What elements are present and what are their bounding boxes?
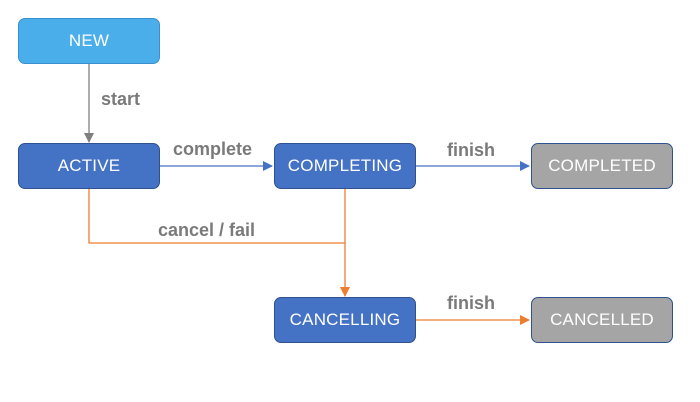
state-cancelled: CANCELLED	[531, 297, 673, 343]
transition-label-finish-completed: finish	[447, 140, 495, 160]
transition-label-complete: complete	[173, 139, 253, 159]
state-active-label: ACTIVE	[57, 156, 121, 175]
state-cancelling-label: CANCELLING	[289, 310, 401, 329]
edge-cancel-fail	[88, 189, 345, 244]
state-cancelled-label: CANCELLED	[550, 310, 654, 329]
state-completed-label: COMPLETED	[548, 156, 656, 175]
transition-label-start: start	[101, 89, 141, 109]
state-completed: COMPLETED	[531, 143, 673, 189]
state-new-label: NEW	[68, 31, 110, 50]
state-completing-label: COMPLETING	[287, 156, 403, 175]
transition-label-cancel-fail: cancel / fail	[158, 220, 256, 240]
state-new: NEW	[18, 18, 160, 64]
state-active: ACTIVE	[18, 143, 160, 189]
transition-label-finish-cancelled: finish	[447, 293, 495, 313]
state-cancelling: CANCELLING	[274, 297, 416, 343]
state-completing: COMPLETING	[274, 143, 416, 189]
